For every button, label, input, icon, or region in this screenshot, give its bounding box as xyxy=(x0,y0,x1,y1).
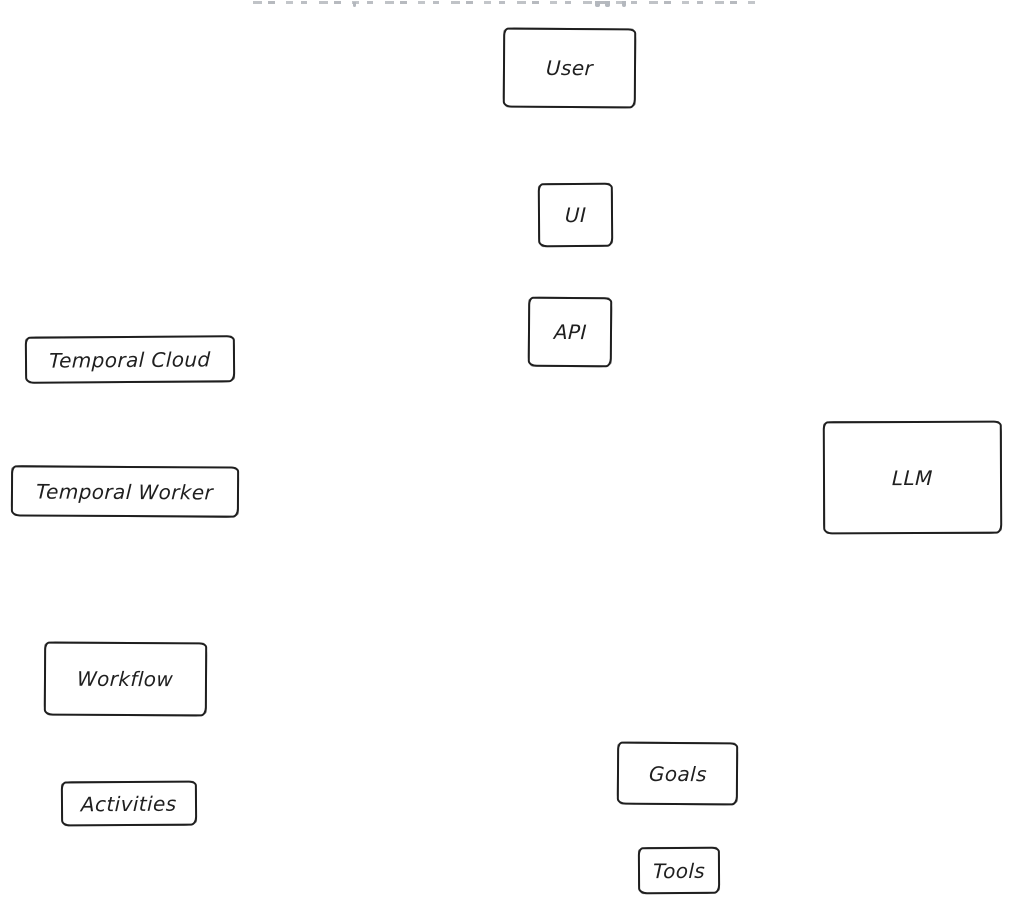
node-temporal-worker-label: Temporal Worker xyxy=(35,479,215,504)
node-tools-label: Tools xyxy=(652,858,706,883)
node-user-label: User xyxy=(545,55,594,81)
node-workflow: Workflow xyxy=(43,641,208,717)
node-api: API xyxy=(527,296,613,368)
node-goals-label: Goals xyxy=(648,761,707,786)
clipped-caption-descender xyxy=(353,2,356,7)
clipped-caption-artifact xyxy=(253,0,756,7)
node-llm: LLM xyxy=(822,420,1003,535)
clipped-caption-descender xyxy=(622,1,626,7)
clipped-caption-descender xyxy=(605,1,610,7)
node-activities: Activities xyxy=(60,780,198,827)
node-user: User xyxy=(502,27,637,109)
node-temporal-cloud-label: Temporal Cloud xyxy=(48,346,212,373)
node-goals: Goals xyxy=(616,741,739,806)
node-llm-label: LLM xyxy=(891,465,934,490)
node-ui: UI xyxy=(537,182,614,248)
clipped-caption-descender xyxy=(595,1,600,7)
node-workflow-label: Workflow xyxy=(76,666,175,692)
node-temporal-worker: Temporal Worker xyxy=(10,465,240,518)
node-temporal-cloud: Temporal Cloud xyxy=(24,335,236,384)
clipped-caption-line xyxy=(253,1,756,4)
node-activities-label: Activities xyxy=(80,791,178,816)
node-ui-label: UI xyxy=(564,202,587,228)
node-tools: Tools xyxy=(637,846,721,895)
node-api-label: API xyxy=(553,319,587,345)
